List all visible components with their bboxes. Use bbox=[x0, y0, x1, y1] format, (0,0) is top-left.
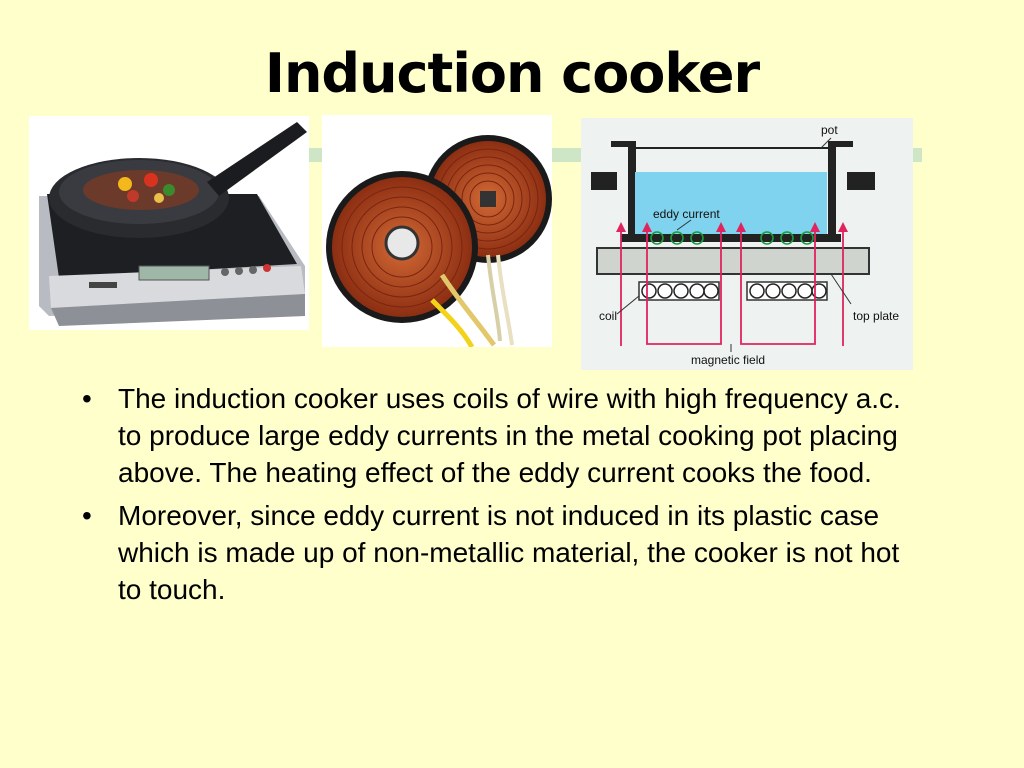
slide-title: Induction cooker bbox=[264, 42, 760, 105]
induction-cooker-photo bbox=[29, 116, 309, 330]
diagram-label-top-plate: top plate bbox=[853, 309, 899, 323]
diagram-label-pot: pot bbox=[821, 123, 838, 137]
bullet-text: Moreover, since eddy current is not indu… bbox=[118, 500, 900, 605]
diagram-label-magnetic-field: magnetic field bbox=[691, 353, 765, 367]
bullet-item: • Moreover, since eddy current is not ind… bbox=[70, 497, 930, 608]
bullet-dot: • bbox=[82, 383, 92, 414]
bullet-list: • The induction cooker uses coils of wire… bbox=[70, 380, 930, 614]
bullet-text: The induction cooker uses coils of wire … bbox=[118, 383, 901, 488]
induction-coil-photo bbox=[322, 115, 552, 347]
bullet-dot: • bbox=[82, 500, 92, 531]
diagram-label-coil: coil bbox=[599, 309, 617, 323]
eddy-current-diagram: pot eddy current coil top plate magnetic… bbox=[581, 118, 913, 370]
bullet-item: • The induction cooker uses coils of wire… bbox=[70, 380, 930, 491]
diagram-label-eddy-current: eddy current bbox=[653, 207, 720, 221]
